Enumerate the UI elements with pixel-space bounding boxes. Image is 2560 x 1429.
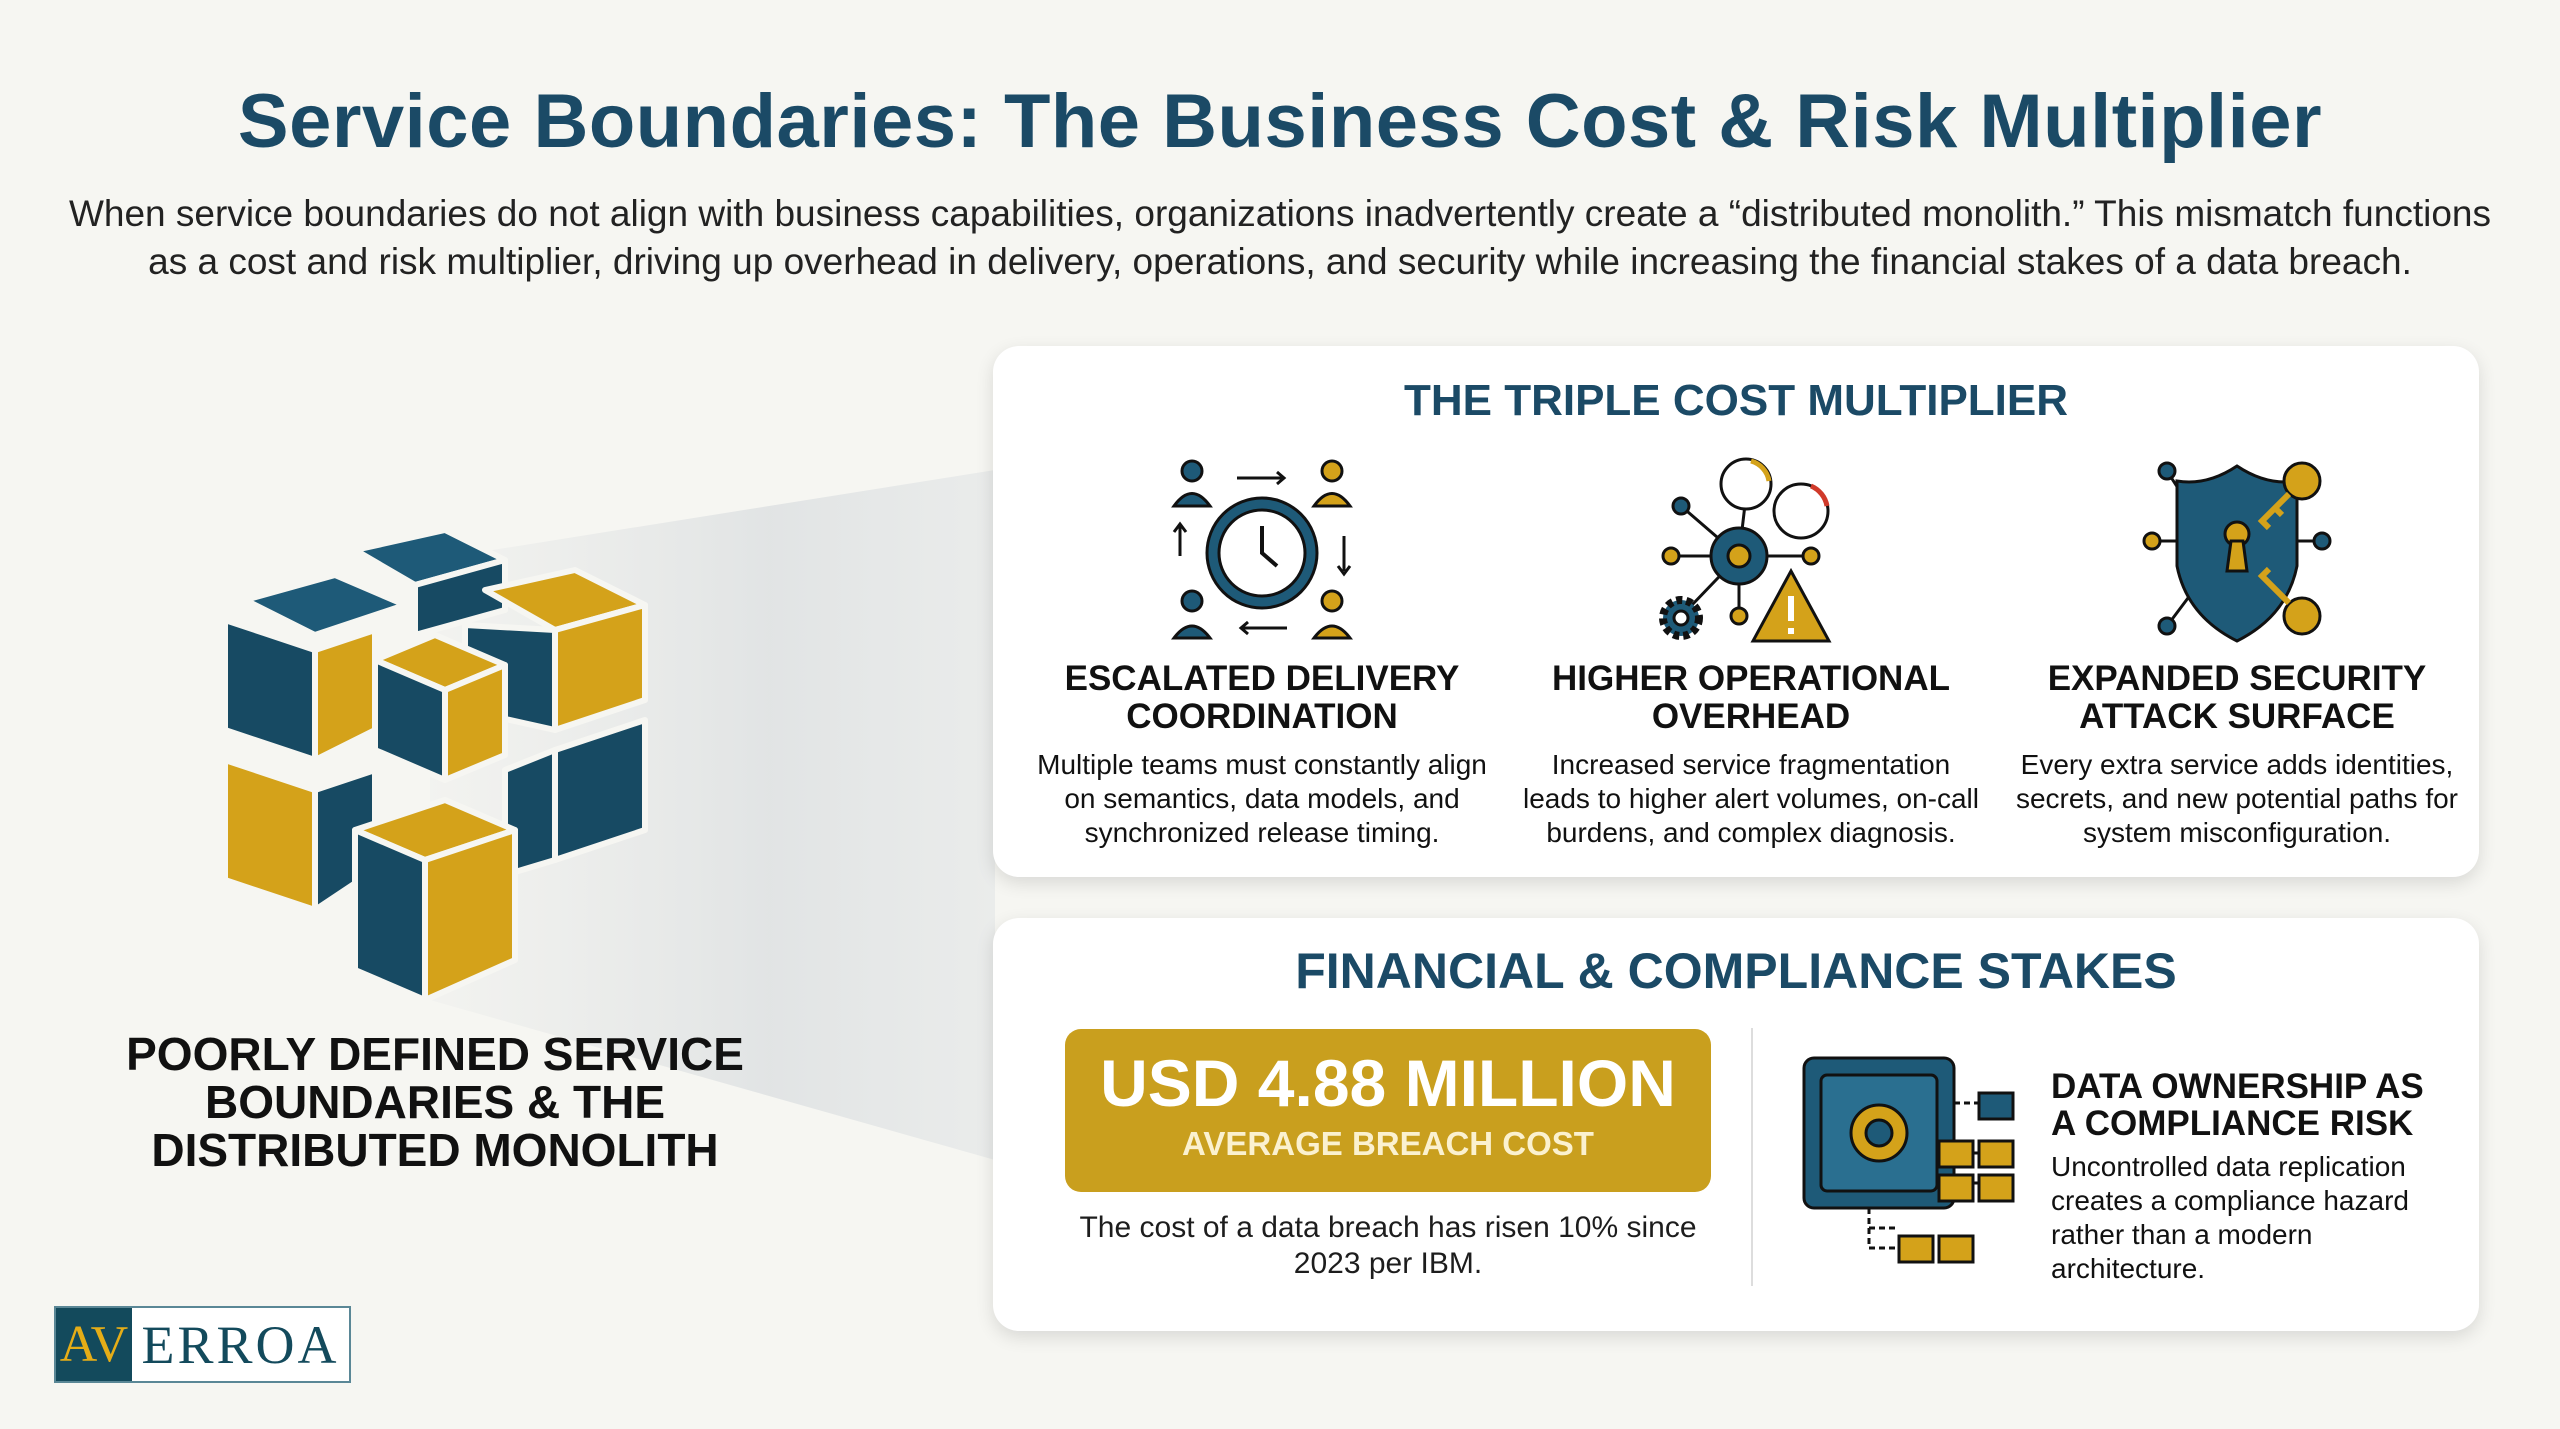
item-heading: EXPANDED SECURITY ATTACK SURFACE [2047,659,2427,736]
triple-cost-card: THE TRIPLE COST MULTIPLIER ESCALATED DEL… [993,346,2479,877]
breach-cost-badge: USD 4.88 MILLION AVERAGE BREACH COST [1065,1029,1711,1192]
operational-overhead-item: HIGHER OPERATIONAL OVERHEAD Increased se… [1521,456,1981,850]
security-surface-item: EXPANDED SECURITY ATTACK SURFACE Every e… [2007,456,2467,850]
divider [1751,1028,1753,1286]
left-caption: POORLY DEFINED SERVICE BOUNDARIES & THE … [126,1028,744,1176]
broken-cube-icon [222,530,648,1003]
financial-card: FINANCIAL & COMPLIANCE STAKES USD 4.88 M… [993,918,2479,1331]
item-heading: ESCALATED DELIVERY COORDINATION [1064,659,1460,736]
averroa-logo: AV ERROA [54,1306,351,1383]
item-description: Increased service fragmentation leads to… [1522,749,1979,848]
ownership-heading: DATA OWNERSHIP AS A COMPLIANCE RISK [2051,1067,2424,1143]
financial-title: FINANCIAL & COMPLIANCE STAKES [1295,943,2177,999]
breach-cost-label: AVERAGE BREACH COST [1182,1125,1594,1162]
team-clock-coordination-icon [1170,459,1354,640]
logo-prefix: AV [56,1308,132,1381]
item-description: Every extra service adds identities, sec… [2015,749,2459,848]
breach-cost-value: USD 4.88 MILLION [1100,1046,1676,1120]
item-heading: HIGHER OPERATIONAL OVERHEAD [1552,659,1950,736]
item-description: Multiple teams must constantly align on … [1037,749,1487,848]
breach-cost-note: The cost of a data breach has risen 10% … [1079,1211,1697,1280]
page-title: Service Boundaries: The Business Cost & … [237,79,2323,164]
shield-keys-icon [2142,461,2332,643]
ownership-description: Uncontrolled data replication creates a … [2051,1151,2409,1284]
triple-cost-title: THE TRIPLE COST MULTIPLIER [1403,376,2069,425]
network-gauges-warning-icon [1659,457,1832,643]
logo-text: ERROA [141,1314,340,1375]
page-subtitle: When service boundaries do not align wit… [68,193,2491,282]
vault-folders-icon [1802,1056,2015,1264]
delivery-coordination-item: ESCALATED DELIVERY COORDINATION Multiple… [1032,456,1492,850]
